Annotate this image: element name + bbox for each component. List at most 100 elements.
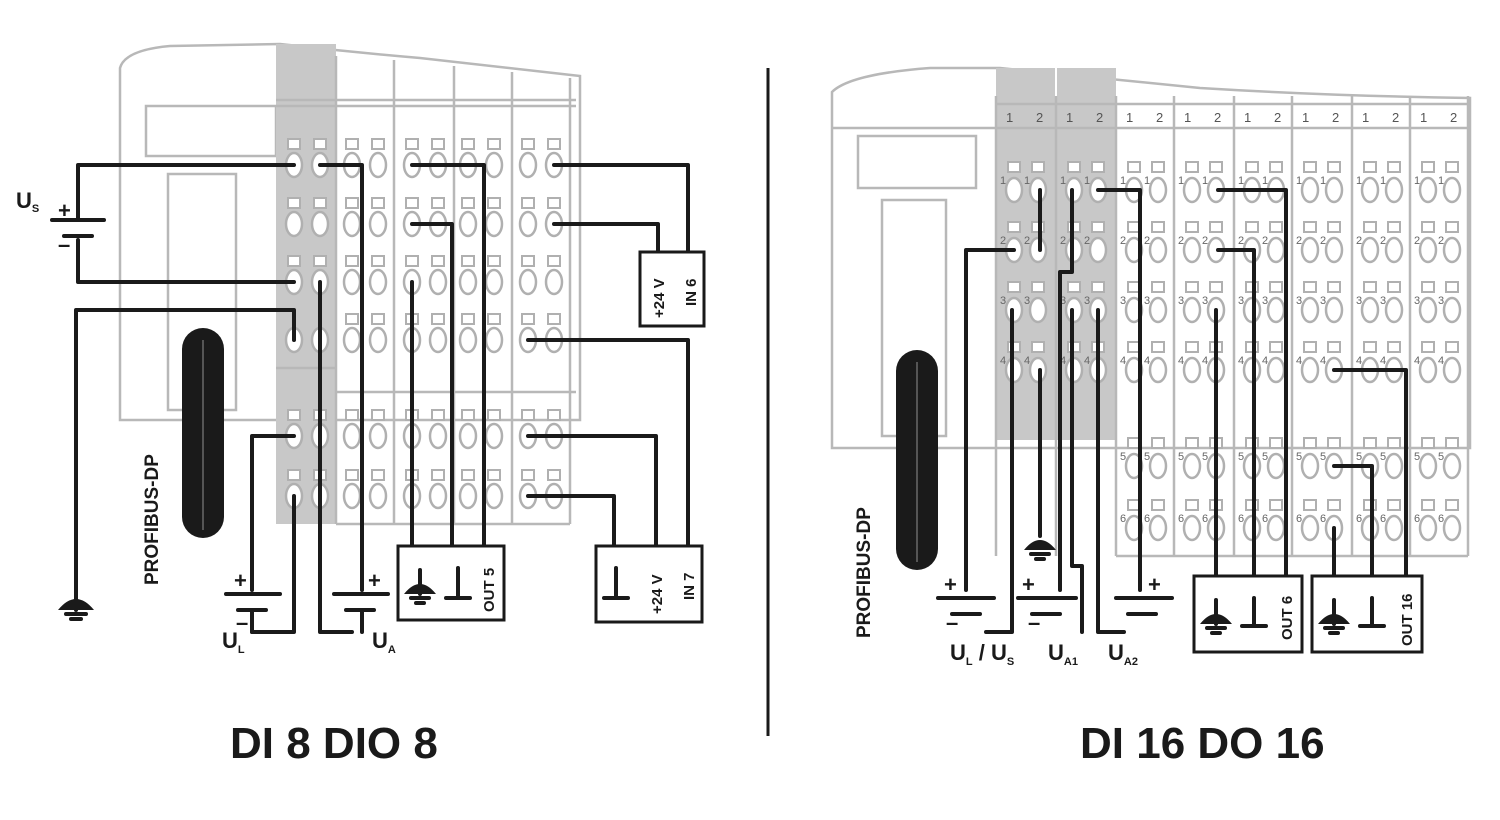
terminal-release	[1185, 341, 1199, 353]
terminal-point	[484, 151, 504, 179]
row-number: 1	[1320, 175, 1326, 187]
terminal-release	[1421, 281, 1435, 293]
terminal-point	[1418, 296, 1438, 324]
row-number: 1	[1238, 175, 1244, 187]
us-plus: +	[58, 198, 71, 223]
right-profibus-label: PROFIBUS-DP	[854, 507, 875, 638]
terminal-point	[1182, 452, 1202, 480]
terminal-point	[1148, 356, 1168, 384]
terminal-release	[487, 313, 501, 325]
row-number: 1	[1262, 175, 1268, 187]
terminal-release	[1209, 281, 1223, 293]
row-number: 6	[1414, 513, 1420, 525]
slot-number: 1	[1126, 110, 1133, 125]
terminal-point	[368, 151, 388, 179]
terminal-point	[368, 326, 388, 354]
terminal-release	[1387, 161, 1401, 173]
terminal-point	[458, 482, 478, 510]
terminal-release	[1091, 221, 1105, 233]
terminal-release	[371, 138, 385, 150]
row-number: 4	[1414, 355, 1420, 367]
terminal-point	[1300, 356, 1320, 384]
slot-number: 2	[1036, 110, 1043, 125]
row-number: 2	[1178, 235, 1184, 247]
terminal-release	[1445, 499, 1459, 511]
row-number: 1	[1024, 175, 1030, 187]
terminal-point	[1004, 176, 1024, 204]
terminal-release	[1421, 437, 1435, 449]
terminal-point	[428, 268, 448, 296]
row-number: 5	[1202, 451, 1208, 463]
row-number: 4	[1144, 355, 1150, 367]
row-number: 2	[1120, 235, 1126, 247]
slot-number: 2	[1332, 110, 1339, 125]
row-number: 6	[1144, 513, 1150, 525]
row-number: 2	[1262, 235, 1268, 247]
terminal-point	[342, 422, 362, 450]
ua1-plus: +	[1022, 572, 1035, 597]
terminal-release	[1269, 499, 1283, 511]
right-module-title: DI 16 DO 16	[1080, 719, 1325, 768]
terminal-point	[342, 268, 362, 296]
ground-icon	[58, 590, 94, 621]
terminal-release	[1303, 437, 1317, 449]
right-label-slot	[856, 134, 978, 190]
terminal-release	[1127, 161, 1141, 173]
row-number: 5	[1414, 451, 1420, 463]
in6-line1: +24 V	[651, 278, 668, 318]
row-number: 2	[1438, 235, 1444, 247]
terminal-point	[1266, 236, 1286, 264]
slot-number: 2	[1096, 110, 1103, 125]
row-number: 1	[1438, 175, 1444, 187]
terminal-point	[1384, 296, 1404, 324]
slot-number: 2	[1214, 110, 1221, 125]
terminal-release	[405, 255, 419, 267]
load-out5-box	[396, 544, 506, 622]
terminal-point	[458, 268, 478, 296]
battery-icon	[936, 596, 996, 616]
terminal-release	[521, 138, 535, 150]
terminal-point	[1148, 296, 1168, 324]
terminal-release	[487, 469, 501, 481]
terminal-release	[1421, 499, 1435, 511]
terminal-point	[1266, 452, 1286, 480]
ground-icon	[1024, 540, 1056, 561]
row-number: 3	[1238, 295, 1244, 307]
terminal-release	[547, 138, 561, 150]
left-module: PROFIBUS-DP	[16, 42, 706, 768]
terminal-release	[1269, 341, 1283, 353]
row-number: 3	[1178, 295, 1184, 307]
ul-plus: +	[234, 568, 247, 593]
terminal-point	[1148, 452, 1168, 480]
out6-label: OUT 6	[1279, 596, 1296, 640]
terminal-release	[1445, 341, 1459, 353]
terminal-point	[1324, 236, 1344, 264]
terminal-point	[368, 210, 388, 238]
terminal-release	[1303, 281, 1317, 293]
row-number: 1	[1414, 175, 1420, 187]
terminal-release	[345, 255, 359, 267]
row-number: 3	[1000, 295, 1006, 307]
terminal-point	[428, 482, 448, 510]
terminal-release	[461, 409, 475, 421]
terminal-point	[1182, 236, 1202, 264]
row-number: 1	[1356, 175, 1362, 187]
terminal-point	[342, 482, 362, 510]
slot-number: 2	[1274, 110, 1281, 125]
terminal-release	[431, 313, 445, 325]
terminal-point	[1300, 176, 1320, 204]
terminal-release	[1363, 221, 1377, 233]
row-number: 3	[1262, 295, 1268, 307]
ua-plus: +	[368, 568, 381, 593]
battery-icon	[224, 592, 282, 634]
terminal-release	[431, 255, 445, 267]
slot-number: 1	[1420, 110, 1427, 125]
slot-number: 2	[1392, 110, 1399, 125]
terminal-point	[1182, 176, 1202, 204]
row-number: 6	[1438, 513, 1444, 525]
slot-number: 1	[1302, 110, 1309, 125]
load-out16-box	[1310, 574, 1424, 654]
terminal-point	[1418, 514, 1438, 542]
right-slot-columns: 1 2 1 2 1 2 1 2 1 2 1 2 1 2 1 2	[994, 96, 1470, 558]
terminal-point	[1266, 514, 1286, 542]
